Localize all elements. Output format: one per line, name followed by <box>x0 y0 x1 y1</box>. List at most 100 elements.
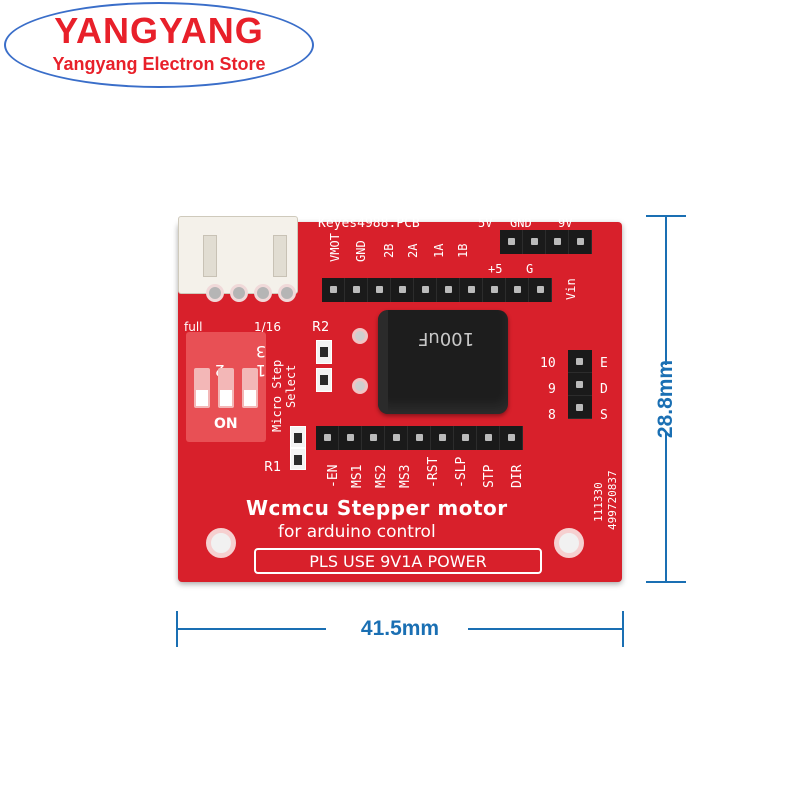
plus5-label: +5 <box>488 262 503 276</box>
width-dimension: 41.5mm <box>176 611 624 647</box>
header-pin <box>477 426 500 450</box>
side-pin-10-label: 10 <box>540 356 556 371</box>
control-pin-label: MS3 <box>398 464 413 488</box>
power-header <box>500 230 592 254</box>
side-pin-8-label: 8 <box>548 408 556 423</box>
height-dimension-line-top <box>665 215 667 365</box>
motor-pin-label: 1A <box>432 243 446 258</box>
header-pin <box>345 278 368 302</box>
header-pin <box>362 426 385 450</box>
header-pin <box>568 396 592 419</box>
header-pin <box>546 230 569 254</box>
capacitor-value: 100uF <box>418 328 475 349</box>
header-pin <box>391 278 414 302</box>
motor-pin-label: 2B <box>382 243 396 258</box>
power-pin-label-5v: 5V <box>478 216 493 230</box>
control-header <box>316 426 523 450</box>
step-full-label: full <box>184 320 203 334</box>
header-pin <box>500 230 523 254</box>
servo-header <box>568 350 592 419</box>
dip-switch[interactable]: 1 2 3 ON <box>186 332 266 442</box>
solder-pad <box>230 284 248 302</box>
stepper-driver-board: Keyes4988.PCB 5V GND 9V VMOT GND 2B 2A 1… <box>178 216 622 582</box>
micro-step-label: Micro Step <box>270 359 284 432</box>
logo-store-name: Yangyang Electron Store <box>52 54 266 74</box>
control-pin-label: MS1 <box>350 464 365 488</box>
header-pin <box>529 278 552 302</box>
header-pin <box>322 278 345 302</box>
side-letter-s: S <box>600 408 608 423</box>
header-pin <box>523 230 546 254</box>
resistor-r1 <box>290 448 306 470</box>
solder-pad <box>254 284 272 302</box>
header-pin <box>368 278 391 302</box>
dip-switch-toggle-1[interactable] <box>242 368 258 408</box>
power-pin-label-gnd: GND <box>510 216 532 230</box>
dip-switch-toggle-3[interactable] <box>194 368 210 408</box>
header-pin <box>431 426 454 450</box>
control-pin-label: -SLP <box>454 456 469 488</box>
power-pin-label-9v: 9V <box>558 216 573 230</box>
width-dimension-line-right <box>468 628 624 630</box>
height-dimension-line-bottom <box>665 433 667 583</box>
control-pin-label: -RST <box>426 456 441 488</box>
dip-switch-on-label: ON <box>214 416 238 432</box>
header-pin <box>385 426 408 450</box>
capacitor-lead <box>352 378 368 394</box>
control-pin-label: DIR <box>510 464 525 488</box>
header-pin <box>568 350 592 373</box>
store-logo: YANGYANG Yangyang Electron Store <box>4 2 314 88</box>
select-label: Select <box>284 364 298 408</box>
mounting-hole <box>554 528 584 558</box>
header-pin <box>408 426 431 450</box>
r2-label: R2 <box>312 320 330 335</box>
board-model-label: Keyes4988.PCB <box>318 216 420 231</box>
header-pin <box>569 230 592 254</box>
height-dimension-label: 28.8mm <box>654 359 677 439</box>
side-letter-d: D <box>600 382 608 397</box>
mounting-hole <box>206 528 236 558</box>
capacitor-stripe <box>378 310 388 414</box>
board-title: Wcmcu Stepper motor <box>246 496 508 520</box>
motor-pin-label: 2A <box>406 243 420 258</box>
step-1-16-label: 1/16 <box>254 320 281 334</box>
serial-number-1: 111330 <box>592 482 605 522</box>
resistor-r2 <box>316 368 332 392</box>
electrolytic-capacitor: 100uF <box>378 310 508 414</box>
header-pin <box>568 373 592 396</box>
serial-number-2: 499720837 <box>606 470 619 530</box>
r1-label: R1 <box>264 460 282 475</box>
logo-ellipse <box>4 2 314 88</box>
control-pin-label: STP <box>482 464 497 488</box>
solder-pad <box>206 284 224 302</box>
control-pin-label: MS2 <box>374 464 389 488</box>
header-pin <box>506 278 529 302</box>
height-dimension: 28.8mm <box>646 215 686 583</box>
connector-slot <box>203 235 217 277</box>
header-pin <box>500 426 523 450</box>
warning-box: PLS USE 9V1A POWER <box>254 548 542 574</box>
header-pin <box>316 426 339 450</box>
jst-connector <box>178 216 298 294</box>
motor-pin-label: 1B <box>456 243 470 258</box>
height-dimension-bottom-tick <box>646 581 686 583</box>
control-pin-label: -EN <box>326 464 341 488</box>
side-letter-e: E <box>600 356 608 371</box>
header-pin <box>454 426 477 450</box>
board-subtitle: for arduino control <box>278 522 436 542</box>
motor-pin-label: VMOT <box>328 233 342 262</box>
header-pin <box>460 278 483 302</box>
resistor-r1 <box>290 426 306 448</box>
connector-pads <box>206 284 296 302</box>
g-label: G <box>526 262 534 276</box>
resistor-r2 <box>316 340 332 364</box>
capacitor-lead <box>352 328 368 344</box>
motor-header <box>322 278 552 302</box>
width-dimension-right-tick <box>622 611 624 647</box>
header-pin <box>339 426 362 450</box>
dip-switch-toggle-2[interactable] <box>218 368 234 408</box>
logo-brand: YANGYANG <box>54 10 264 51</box>
solder-pad <box>278 284 296 302</box>
width-dimension-line-left <box>176 628 326 630</box>
header-pin <box>437 278 460 302</box>
